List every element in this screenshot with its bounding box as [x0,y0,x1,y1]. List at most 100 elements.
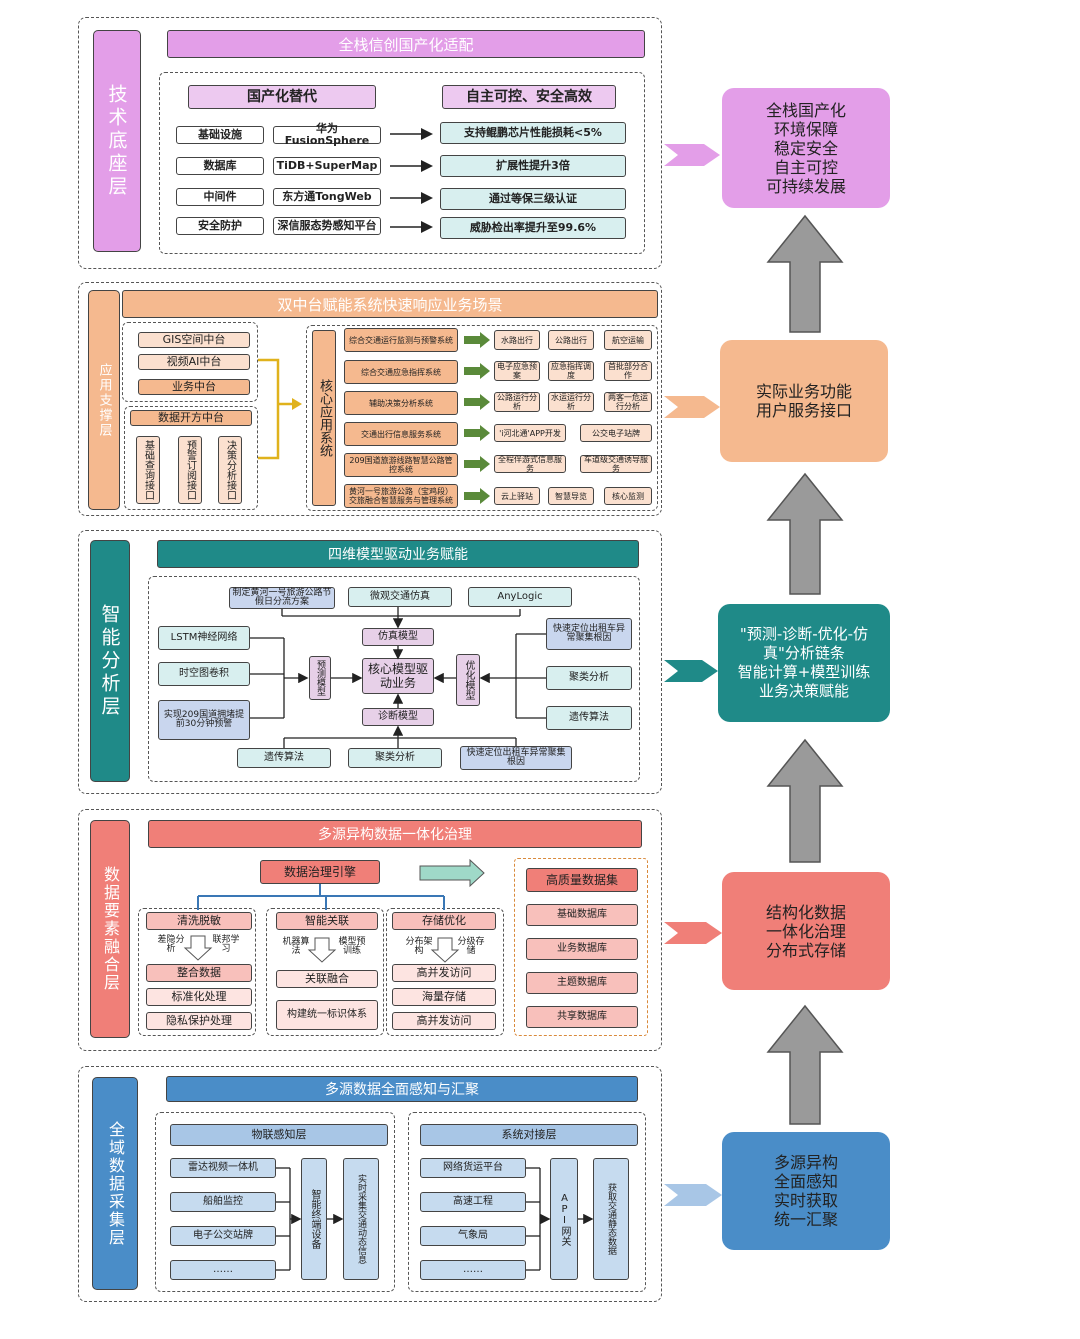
layer2-interface-query: 基础查询接口 [136,436,160,504]
layer2-core-frame [306,325,658,511]
layer4-dataset-title: 高质量数据集 [526,868,638,892]
layer4-side-label: 数据要素融合层 [90,820,130,1038]
layer4-col-b: 模型预训练 [338,937,366,956]
layer5-iot-out: 实时采集交通动态信息 [343,1158,379,1280]
chevron-analysis [664,660,718,682]
layer2-interface-decision: 决策分析接口 [218,436,242,504]
layer5-sys-item: 高速工程 [420,1192,526,1212]
layer2-core-label: 核心应用系统 [312,330,336,506]
layer2-sub: 车道级交通诱导服务 [580,455,652,473]
layer4-item: 高并发访问 [392,964,496,982]
layer4-item: 高并发访问 [392,1012,496,1030]
layer2-sub: 核心监测 [604,487,652,505]
layer2-side-label: 应用支撑层 [88,290,120,510]
layer1-result: 通过等保三级认证 [440,188,626,210]
layer4-col-a: 差隐分析 [157,935,185,954]
layer2-sub: 电子应急预案 [494,361,540,381]
layer3-bottom-box: 快速定位出租车异常聚集根因 [460,746,572,770]
layer4-item: 标准化处理 [146,988,252,1006]
layer2-business-platform: 业务中台 [138,379,250,395]
layer2-sub: 云上驿站 [494,487,540,505]
layer4-dataset-frame [514,858,648,1036]
layer4-col-title: 智能关联 [276,912,378,930]
layer3-opt-model: 优化模型 [456,654,480,706]
layer2-sub: 全程伴游式信息服务 [494,455,566,473]
layer2-sub: 'i河北通'APP开发 [494,424,566,442]
layer4-col-a: 分布架构 [405,937,433,956]
layer2-platform-frame [122,322,258,402]
layer3-pred-model: 预测模型 [309,656,331,700]
layer2-sub: 两客一危运行分析 [604,392,652,412]
layer5-iot-item: 电子公交站牌 [170,1226,276,1246]
layer1-cat: 数据库 [176,157,264,175]
chevron-fusion [664,922,722,944]
layer2-sub: 智慧导览 [548,487,594,505]
layer3-right-box: 聚类分析 [546,666,632,690]
layer1-cat: 基础设施 [176,126,264,144]
layer1-product: 东方通TongWeb [273,188,381,206]
layer5-sys-item: …… [420,1260,526,1280]
layer5-sys-title: 系统对接层 [420,1124,638,1146]
layer5-sys-item: 网络货运平台 [420,1158,526,1178]
layer4-col-a: 机器算法 [282,937,310,956]
layer-intelligent-analysis [78,530,662,794]
layer-data-collection [78,1066,662,1302]
layer4-dataset: 基础数据库 [526,904,638,926]
layer3-side-label: 智能分析层 [90,540,130,782]
up-arrow [766,738,844,863]
layer1-inner-frame [159,72,645,254]
layer5-iot-mid: 智能终端设备 [301,1158,327,1280]
layer5-iot-item: 雷达视频一体机 [170,1158,276,1178]
layer3-header: 四维模型驱动业务赋能 [157,540,639,568]
chevron-collection [664,1184,722,1206]
layer2-sub: 公交电子站牌 [580,424,652,442]
layer2-header: 双中台赋能系统快速响应业务场景 [122,290,658,318]
layer4-engine: 数据治理引擎 [260,860,380,884]
layer3-bottom-box: 遗传算法 [237,748,331,768]
right-box-app: 实际业务功能 用户服务接口 [720,340,888,462]
layer4-col-title: 清洗脱敏 [146,912,252,930]
layer3-left-box: 时空图卷积 [158,662,250,686]
layer1-result: 威胁检出率提升至99.6% [440,217,626,239]
layer4-col-frame [386,908,504,1036]
up-arrow [766,472,844,595]
layer5-sys-out: 获取交通静态数据 [593,1158,629,1280]
layer2-sub: 航空运输 [604,330,652,350]
layer-data-fusion [78,809,662,1051]
layer1-product: 华为FusionSphere [273,123,381,147]
layer5-sys-frame [408,1112,646,1292]
layer1-result: 扩展性提升3倍 [440,155,626,177]
layer2-system: 黄河一号旅游公路（宝鸡段）交旅融合智慧服务与管理系统 [344,484,458,508]
layer5-side-label: 全域数据采集层 [92,1077,138,1290]
layer2-gis-platform: GIS空间中台 [138,332,250,348]
layer3-right-box: 遗传算法 [546,706,632,730]
layer2-system: 综合交通应急指挥系统 [344,360,458,384]
layer3-right-box: 快速定位出租车异常聚集根因 [546,618,632,650]
layer3-top-box: AnyLogic [468,587,572,607]
layer1-cat: 安全防护 [176,217,264,235]
layer2-sub: 首批部分合作 [604,361,652,381]
right-box-analysis: "预测-诊断-优化-仿 真"分析链条 智能计算+模型训练 业务决策赋能 [718,604,890,722]
layer2-interface-alert: 预警订阅接口 [178,436,202,504]
layer1-right-title: 自主可控、安全高效 [442,85,616,109]
layer2-video-platform: 视频AI中台 [138,354,250,370]
right-box-fusion: 结构化数据 一体化治理 分布式存储 [722,872,890,990]
chevron-app [664,396,720,418]
layer4-col-b: 分级存储 [457,937,485,956]
layer1-product: 深信服态势感知平台 [273,217,381,235]
layer2-sub: 水路出行 [494,330,540,350]
layer2-system: 交通出行信息服务系统 [344,422,458,446]
layer2-sub: 水运运行分析 [548,392,594,412]
layer5-iot-item: …… [170,1260,276,1280]
layer4-item: 关联融合 [276,970,378,988]
layer2-system: 209国道旅游线路智慧公路管控系统 [344,453,458,477]
layer3-left-box: 实现209国道拥堵提前30分钟预警 [158,700,250,740]
layer3-top-box: 微观交通仿真 [348,587,452,607]
layer4-item: 构建统一标识体系 [276,1000,378,1030]
layer5-header: 多源数据全面感知与汇聚 [166,1076,638,1102]
layer1-result: 支持鲲鹏芯片性能损耗<5% [440,122,626,144]
layer2-data-platform: 数据开方中台 [130,410,252,426]
layer3-sim-model: 仿真模型 [362,628,434,646]
layer2-sub: 公路运行分析 [494,392,540,412]
layer1-left-title: 国产化替代 [188,85,376,109]
